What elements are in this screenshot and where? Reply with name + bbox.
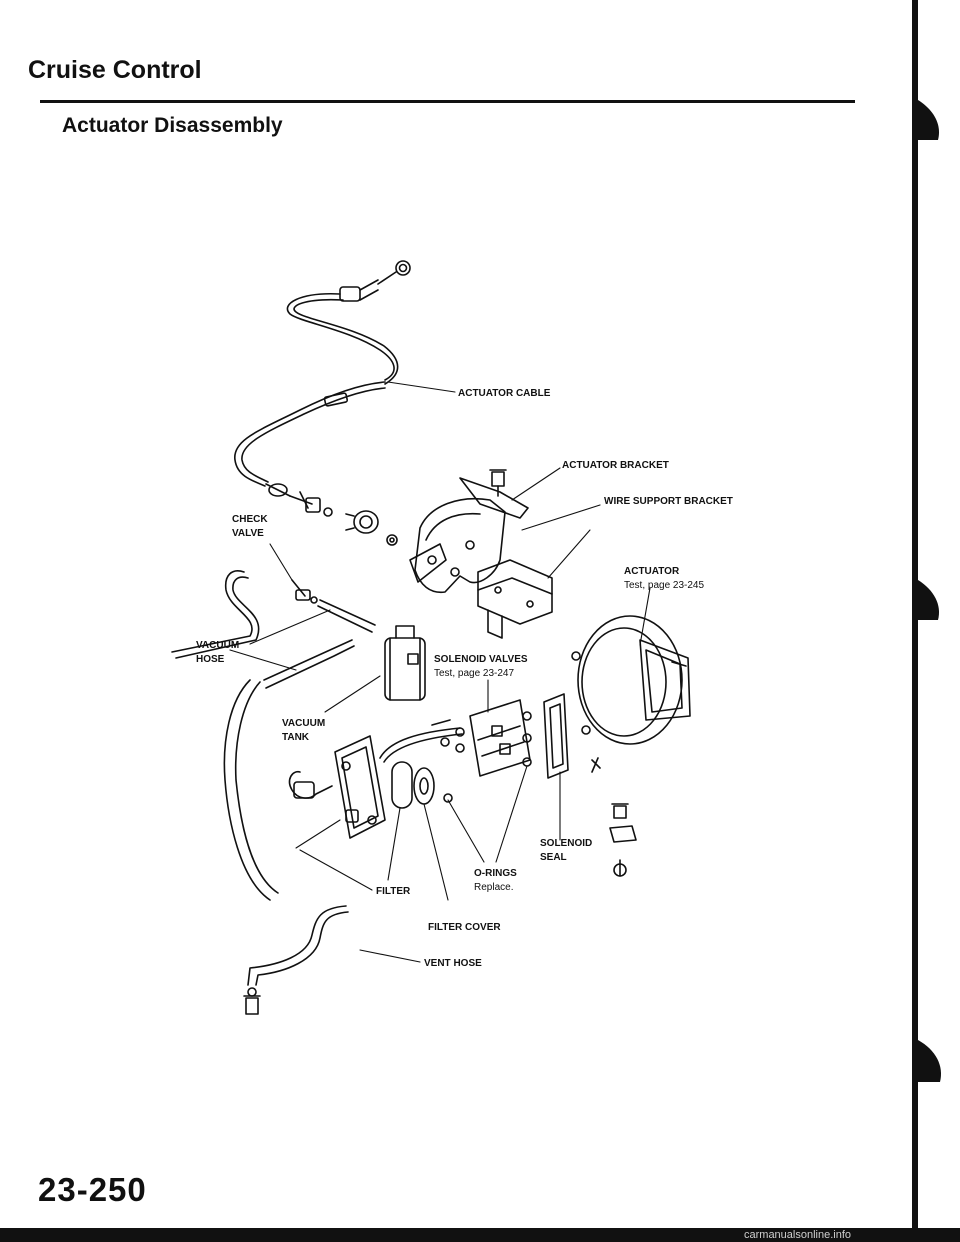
label-actuator-cable: ACTUATOR CABLE	[458, 388, 551, 399]
label-actuator-bracket: ACTUATOR BRACKET	[562, 460, 669, 471]
page-number: 23-250	[38, 1171, 147, 1208]
label-vacuum-hose-line2: HOSE	[196, 654, 225, 665]
label-solenoid-valves-test: Test, page 23-247	[434, 668, 514, 679]
solenoid-seal-part	[543, 693, 569, 779]
label-filter: FILTER	[376, 886, 411, 897]
label-vacuum-tank-line1: VACUUM	[282, 718, 325, 729]
label-o-rings: O-RINGS	[474, 868, 517, 879]
label-solenoid-seal-line2: SEAL	[540, 852, 567, 863]
label-vacuum-tank-line2: TANK	[282, 732, 310, 743]
label-vacuum-hose-line1: VACUUM	[196, 640, 239, 651]
label-check-valve-line1: CHECK	[232, 514, 268, 525]
label-wire-support-bracket: WIRE SUPPORT BRACKET	[604, 496, 733, 507]
section-title: Actuator Disassembly	[62, 114, 283, 137]
vent-hose-part	[243, 905, 349, 1015]
solenoid-valves-part	[431, 699, 532, 777]
label-filter-cover: FILTER COVER	[428, 922, 501, 933]
filter-part	[391, 761, 413, 809]
filter-cover-part	[288, 735, 386, 839]
actuator-bracket-part	[409, 469, 529, 594]
page-title: Cruise Control	[28, 56, 202, 84]
label-solenoid-seal-line1: SOLENOID	[540, 838, 592, 849]
watermark: carmanualsonline.info	[744, 1229, 852, 1241]
footer-bar	[0, 1228, 960, 1242]
binding-edge	[912, 0, 942, 1242]
label-o-rings-note: Replace.	[474, 882, 513, 893]
label-solenoid-valves: SOLENOID VALVES	[434, 654, 528, 665]
check-valve-part	[291, 579, 318, 604]
actuator-cable-part	[234, 260, 411, 546]
label-actuator: ACTUATOR	[624, 566, 680, 577]
wire-support-bracket-part	[477, 559, 553, 639]
label-check-valve-line2: VALVE	[232, 528, 264, 539]
title-rule	[40, 100, 855, 103]
label-vent-hose: VENT HOSE	[424, 958, 482, 969]
label-actuator-test: Test, page 23-245	[624, 580, 704, 591]
actuator-part	[571, 615, 691, 877]
vacuum-hose-part	[171, 570, 376, 901]
o-rings-part	[413, 767, 453, 805]
vacuum-tank-part	[384, 625, 426, 701]
